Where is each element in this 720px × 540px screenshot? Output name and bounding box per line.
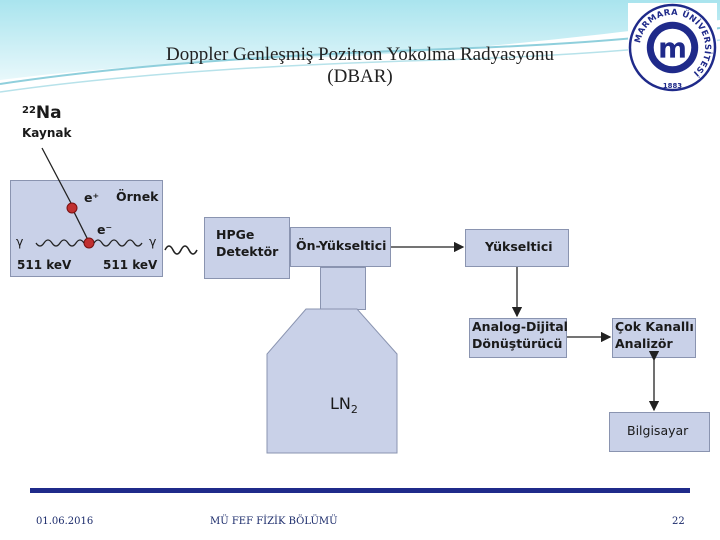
title-line-2: (DBAR) (327, 66, 393, 87)
source-element: Na (35, 103, 62, 123)
adc-line-1: Analog-Dijital (472, 319, 568, 334)
sample-region (10, 180, 163, 277)
logo-year: 1883 (663, 82, 682, 90)
computer-label: Bilgisayar (627, 423, 689, 438)
annihilation-point (83, 237, 95, 249)
computer-box (609, 412, 710, 452)
footer-page-number: 22 (672, 516, 685, 527)
footer-department: MÜ FEF FİZİK BÖLÜMÜ (210, 516, 338, 527)
ln2-dewar (266, 308, 398, 454)
ln2-label: LN2 (330, 393, 358, 418)
gamma-right-label: γ (149, 234, 157, 249)
amplifier-box (465, 229, 569, 267)
title-line-1: Doppler Genleşmiş Pozitron Yokolma Radya… (166, 44, 554, 65)
energy-left-label: 511 keV (17, 258, 72, 272)
sample-label: Örnek (116, 189, 159, 204)
positron-track (41, 147, 73, 206)
hpge-detector-box (204, 217, 290, 279)
mca-line-2: Analizör (615, 335, 673, 351)
detector-label: HPGe Detektör (216, 227, 278, 261)
source-label: 22Na Kaynak (22, 102, 71, 141)
gamma-to-detector-wave (164, 245, 198, 255)
positron-track-2 (71, 207, 89, 241)
footer-divider (30, 488, 690, 493)
mca-line-1: Çok Kanallı (615, 319, 694, 334)
electron-label: e⁻ (97, 222, 113, 237)
gamma-wave-right (93, 239, 143, 247)
detector-line-2: Detektör (216, 243, 279, 259)
adc-line-2: Dönüştürücü (472, 335, 563, 351)
ln2-text: LN (330, 394, 351, 413)
source-name: Kaynak (22, 125, 72, 140)
preamplifier-box (290, 227, 391, 267)
logo-mark: m (658, 31, 687, 64)
preamp-label: Ön-Yükseltici (296, 238, 387, 253)
cryostat-neck (320, 267, 366, 310)
energy-right-label: 511 keV (103, 258, 158, 272)
source-mass: 22 (22, 105, 36, 116)
positron-particle (66, 202, 78, 214)
adc-label: Analog-Dijital Dönüştürücü (472, 319, 568, 353)
adc-box (469, 318, 567, 358)
university-logo: m MARMARA ÜNİVERSİTESİ 1883 (628, 3, 717, 92)
amplifier-label: Yükseltici (485, 239, 553, 254)
gamma-wave-left (35, 239, 85, 247)
gamma-left-label: γ (16, 234, 24, 249)
detector-line-1: HPGe (216, 227, 255, 242)
slide-title: Doppler Genleşmiş Pozitron Yokolma Radya… (60, 44, 660, 88)
positron-label: e⁺ (84, 190, 100, 205)
mca-label: Çok Kanallı Analizör (615, 319, 694, 353)
footer-date: 01.06.2016 (36, 516, 94, 527)
ln2-subscript: 2 (350, 403, 358, 417)
